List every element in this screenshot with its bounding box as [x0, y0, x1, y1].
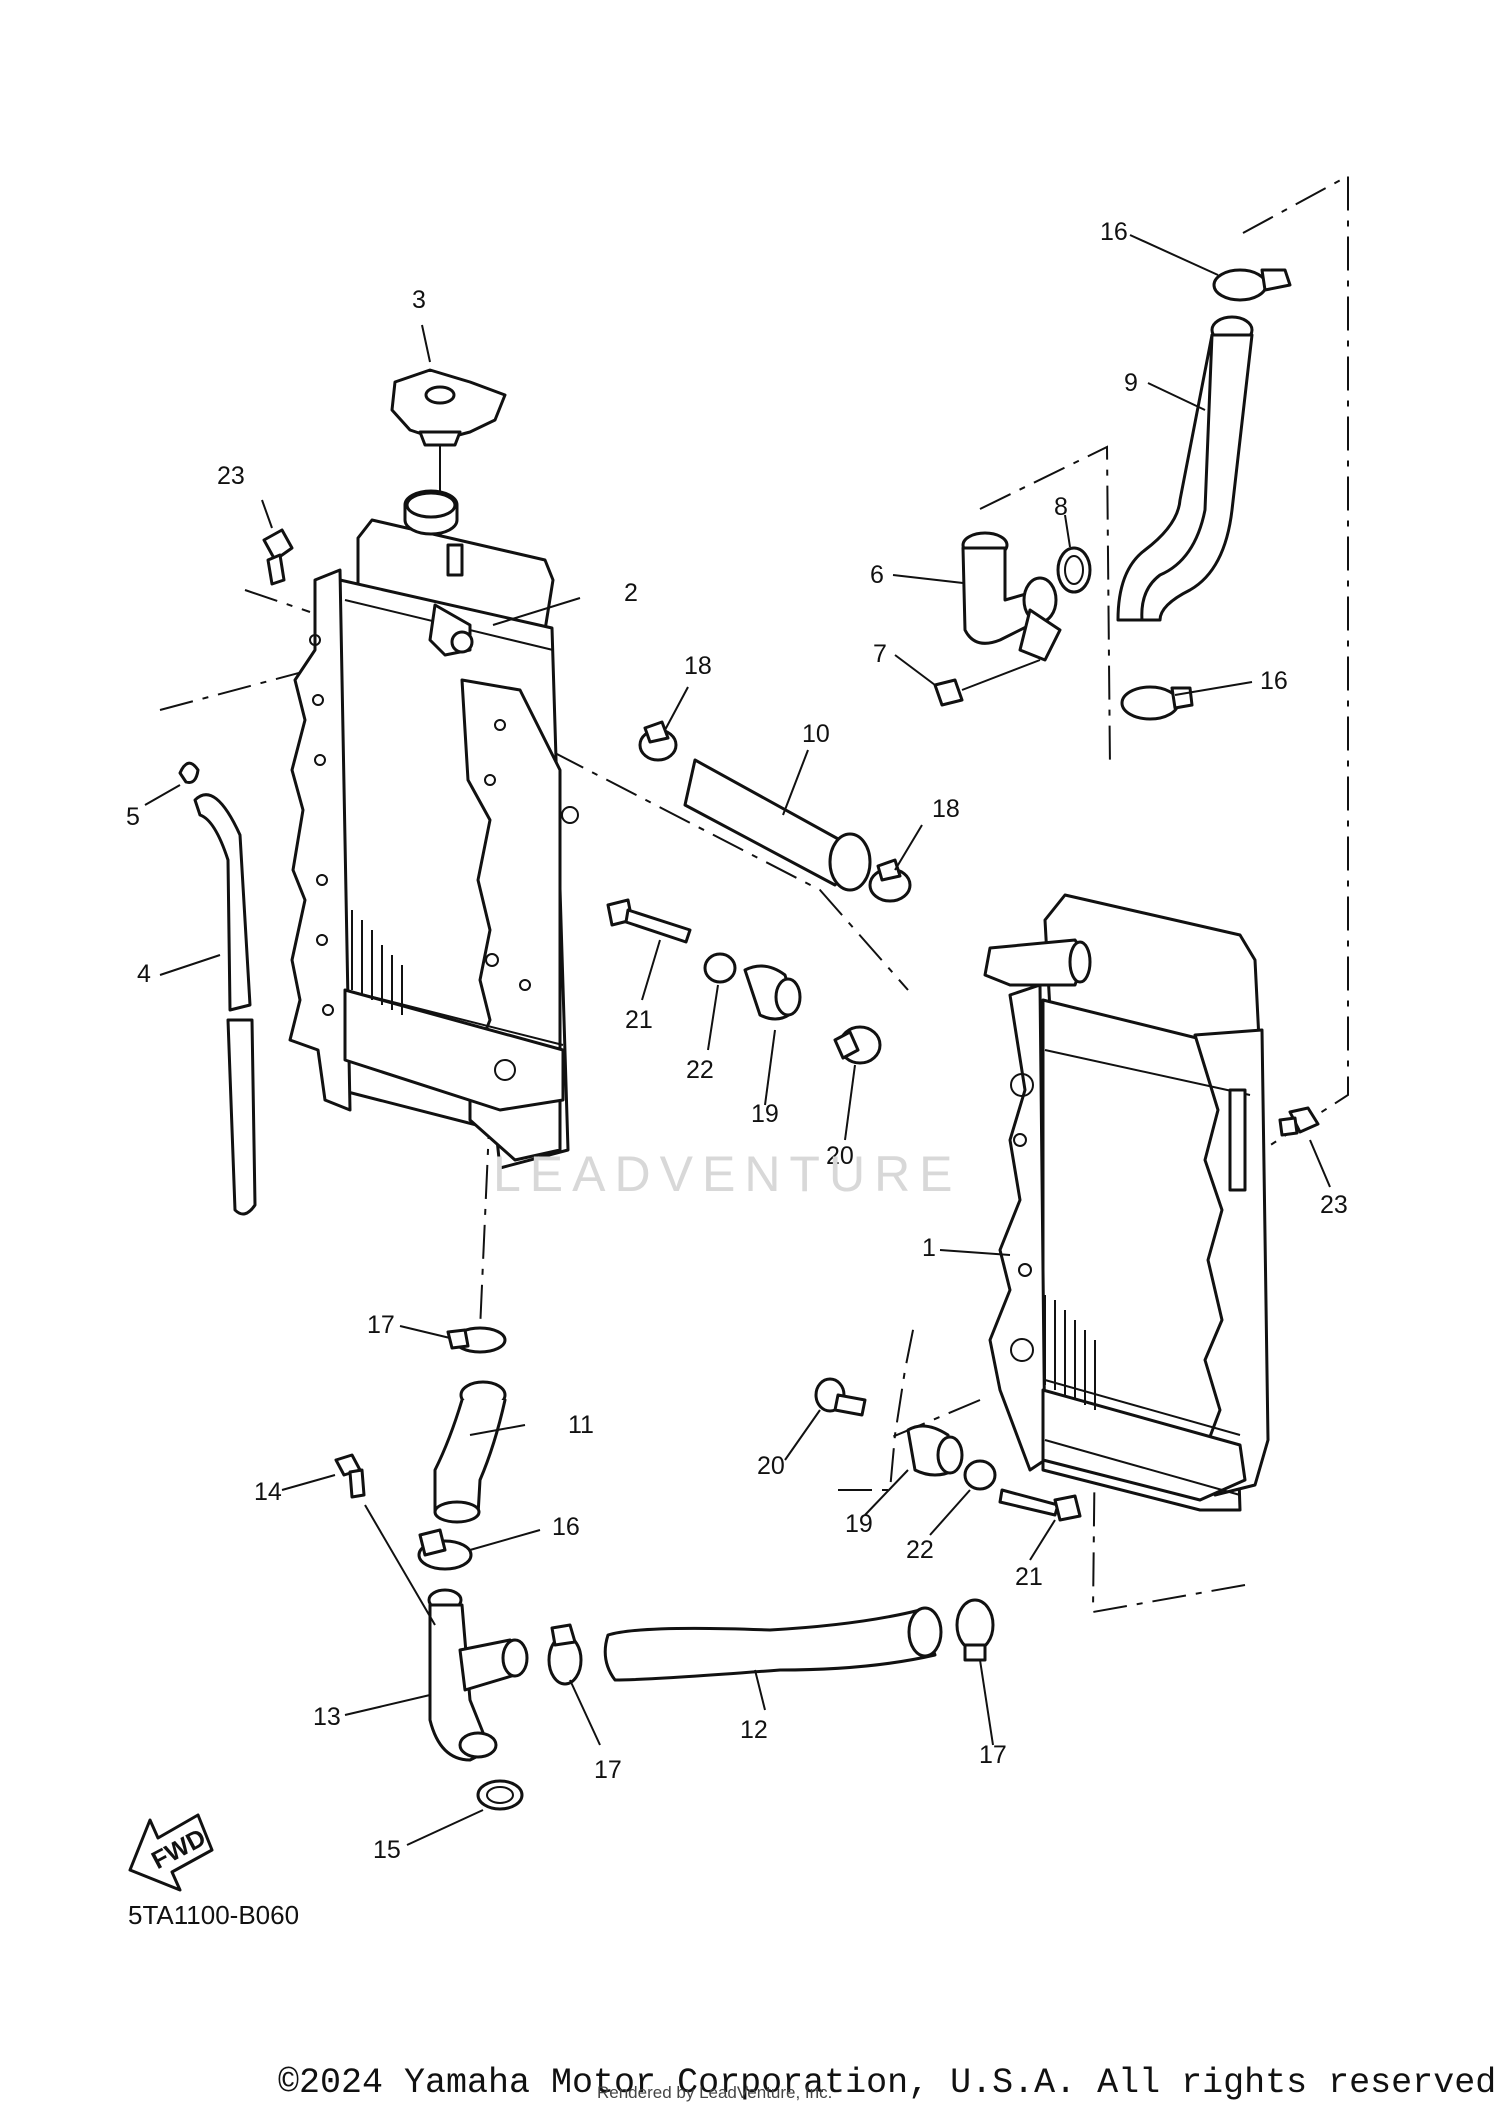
drain-bolt[interactable] — [334, 1453, 436, 1626]
callout-9: 9 — [1124, 369, 1138, 397]
callout-16-middle: 16 — [1260, 667, 1288, 695]
hose-clamp-lower-left[interactable] — [417, 1528, 473, 1571]
overflow-hose[interactable] — [193, 793, 257, 1216]
callout-23-left: 23 — [217, 462, 245, 490]
hose-clamp-18-right[interactable] — [868, 858, 912, 903]
callout-17-upper: 17 — [367, 1311, 395, 1339]
callout-7: 7 — [873, 640, 887, 668]
callout-20-upper: 20 — [826, 1142, 854, 1170]
water-pipe[interactable] — [427, 1588, 529, 1762]
callouts: 2 1 3 4 5 6 7 8 9 10 11 12 13 14 15 16 1… — [126, 218, 1348, 1864]
hose-clamp-17-upper[interactable] — [446, 1326, 507, 1354]
callout-5: 5 — [126, 803, 140, 831]
hose-clip[interactable] — [178, 761, 200, 784]
callout-12: 12 — [740, 1716, 768, 1744]
lower-left-hose[interactable] — [433, 1380, 507, 1524]
callout-19-upper: 19 — [751, 1100, 779, 1128]
callout-8: 8 — [1054, 493, 1068, 521]
callout-4: 4 — [137, 960, 151, 988]
callout-18-right: 18 — [932, 795, 960, 823]
callout-17-lower: 17 — [594, 1756, 622, 1784]
callout-18-left: 18 — [684, 652, 712, 680]
callout-23-right: 23 — [1320, 1191, 1348, 1219]
callout-22-upper: 22 — [686, 1056, 714, 1084]
lower-hose[interactable] — [603, 1606, 943, 1682]
hose-clamp-middle[interactable] — [1120, 685, 1194, 721]
callout-6: 6 — [870, 561, 884, 589]
copyright-notice: ©2024 Yamaha Motor Corporation, U.S.A. A… — [278, 2063, 1500, 2103]
bolt-right[interactable] — [1278, 1106, 1320, 1137]
bolt-21-upper[interactable] — [606, 898, 692, 944]
upper-hose[interactable] — [1116, 315, 1254, 622]
pipe-o-ring[interactable] — [476, 1779, 524, 1811]
watermark: LEADVENTURE — [493, 1146, 962, 1202]
callout-13: 13 — [313, 1703, 341, 1731]
grommet-19-upper[interactable] — [743, 964, 802, 1021]
leader-lines — [144, 234, 1331, 1846]
callout-3: 3 — [412, 286, 426, 314]
bolt-21-lower[interactable] — [998, 1488, 1082, 1522]
callout-21-upper: 21 — [625, 1006, 653, 1034]
callout-14: 14 — [254, 1478, 282, 1506]
hose-clamp-top[interactable] — [1212, 268, 1292, 302]
collar-22-lower[interactable] — [963, 1459, 997, 1491]
radiator-cap[interactable] — [390, 368, 507, 495]
pipe-bolt[interactable] — [933, 659, 1041, 707]
callout-16-top: 16 — [1100, 218, 1128, 246]
rendered-by-notice: Rendered by LeadVenture, Inc. — [597, 2083, 833, 2102]
callout-17-right: 17 — [979, 1741, 1007, 1769]
collar-20-lower[interactable] — [814, 1377, 867, 1417]
callout-10: 10 — [802, 720, 830, 748]
connecting-hose[interactable] — [683, 758, 872, 892]
fwd-arrow-icon: FWD — [128, 1813, 214, 1892]
hose-clamp-18-left[interactable] — [638, 720, 678, 762]
left-radiator[interactable] — [288, 489, 579, 1170]
grommet-19-lower[interactable] — [906, 1424, 964, 1477]
callout-15: 15 — [373, 1836, 401, 1864]
hose-clamp-17-right[interactable] — [955, 1598, 995, 1662]
bolt-left[interactable] — [262, 528, 294, 586]
callout-20-lower: 20 — [757, 1452, 785, 1480]
collar-20-upper[interactable] — [833, 1025, 882, 1065]
callout-19-lower: 19 — [845, 1510, 873, 1538]
callout-16-lower: 16 — [552, 1513, 580, 1541]
diagram-code: 5TA1100-B060 — [128, 1900, 300, 1930]
hose-clamp-17-lower[interactable] — [547, 1623, 583, 1686]
callout-2: 2 — [624, 579, 638, 607]
callout-11: 11 — [568, 1411, 594, 1439]
outlet-pipe[interactable] — [961, 531, 1062, 662]
callout-22-lower: 22 — [906, 1536, 934, 1564]
right-radiator[interactable] — [983, 893, 1270, 1512]
callout-21-lower: 21 — [1015, 1563, 1043, 1591]
o-ring[interactable] — [1056, 546, 1092, 594]
collar-22-upper[interactable] — [703, 952, 737, 984]
callout-1: 1 — [922, 1234, 936, 1262]
